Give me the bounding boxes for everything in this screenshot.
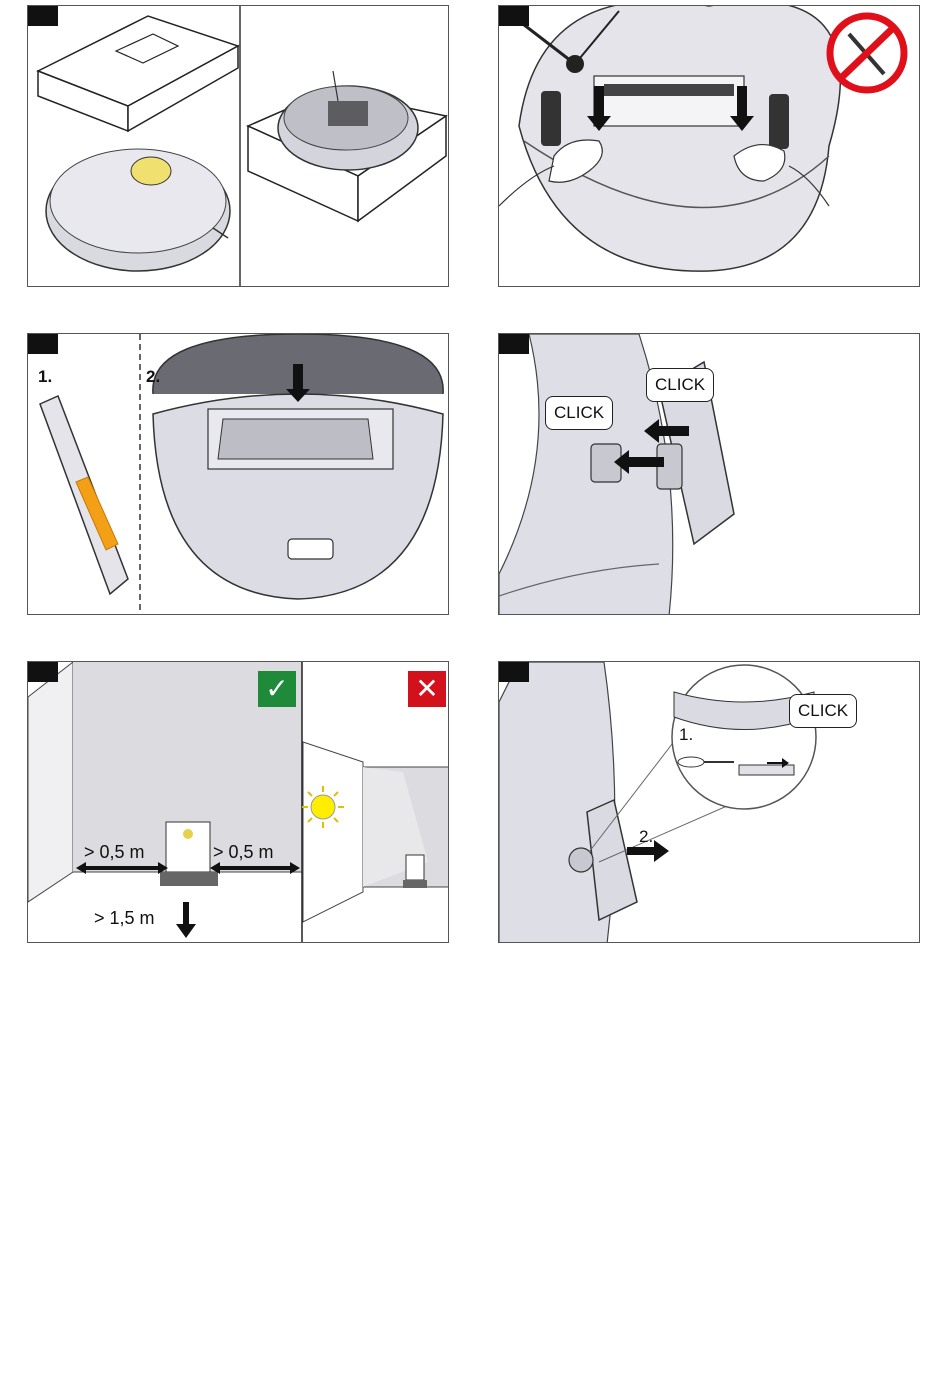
figure-panel-attach-click: CLICK CLICK [498, 333, 920, 615]
click-callout-right: CLICK [646, 368, 714, 402]
no-screwdriver-icon [830, 16, 904, 90]
dimension-right: > 0,5 m [213, 842, 274, 863]
placement-illustration [28, 662, 449, 943]
step-label-1: 1. [679, 725, 693, 745]
dimension-left: > 0,5 m [84, 842, 145, 863]
step-number-tab [499, 662, 529, 682]
cross-icon: ✕ [408, 671, 446, 707]
brush-install-illustration [499, 6, 920, 287]
figure-panel-placement: ✓ ✕ > 0,5 m > 0,5 m > 1,5 m [27, 661, 449, 943]
unpacking-illustration [28, 6, 449, 287]
check-icon: ✓ [258, 671, 296, 707]
click-callout-left: CLICK [545, 396, 613, 430]
figure-panel-unpacking [27, 5, 449, 287]
step-label-2: 2. [146, 367, 160, 387]
dimension-front: > 1,5 m [94, 908, 155, 929]
step-number-tab [28, 662, 58, 682]
step-number-tab [28, 6, 58, 26]
figure-panel-mop-plate: 1. 2. [27, 333, 449, 615]
click-callout: CLICK [789, 694, 857, 728]
step-label-2: 2. [639, 827, 653, 847]
figure-panel-removal: CLICK 1. 2. [498, 661, 920, 943]
step-label-1: 1. [38, 367, 52, 387]
step-number-tab [499, 334, 529, 354]
step-number-tab [499, 6, 529, 26]
mop-plate-illustration [28, 334, 449, 615]
figure-panel-brush-install [498, 5, 920, 287]
step-number-tab [28, 334, 58, 354]
